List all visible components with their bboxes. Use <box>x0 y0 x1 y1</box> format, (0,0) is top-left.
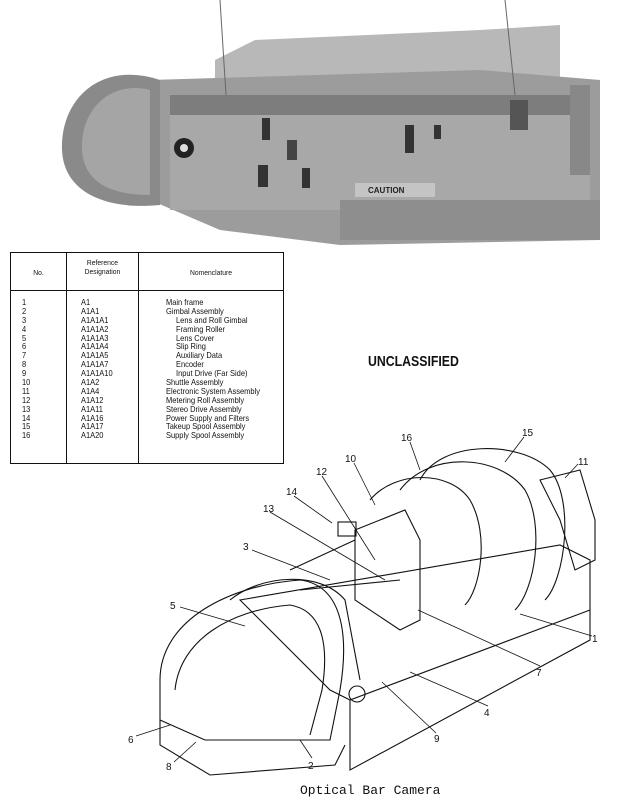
callout-label: 15 <box>522 428 534 439</box>
reference-designation: A1A1 <box>81 305 100 316</box>
nomenclature: Electronic System Assembly <box>166 385 260 396</box>
row-number: 13 <box>22 403 31 414</box>
header-reference: Reference Designation <box>84 258 121 276</box>
reference-designation: A1A1A4 <box>81 341 109 352</box>
nomenclature: Takeup Spool Assembly <box>166 421 246 432</box>
table-row: 9 A1A1A10 Input Drive (Far Side) <box>11 368 283 379</box>
callout-label: 8 <box>166 762 172 773</box>
callout-label: 6 <box>128 735 134 746</box>
table-row: 13 A1A11 Stereo Drive Assembly <box>11 403 283 414</box>
callout-label: 5 <box>170 601 176 612</box>
nomenclature: Supply Spool Assembly <box>166 430 245 441</box>
nomenclature: Framing Roller <box>176 323 226 334</box>
nomenclature: Lens Cover <box>176 332 215 343</box>
callout-label: 14 <box>286 487 298 498</box>
row-number: 10 <box>22 377 31 388</box>
nomenclature: Auxiliary Data <box>176 350 223 361</box>
reference-designation: A1A4 <box>81 385 100 396</box>
table-row: 8 A1A1A7 Encoder <box>11 359 283 370</box>
callout-label: 12 <box>316 467 328 478</box>
header-no: No. <box>33 268 44 277</box>
header-nomenclature: Nomenclature <box>189 268 233 277</box>
nomenclature: Slip Ring <box>176 341 206 352</box>
callout-label: 16 <box>401 433 413 444</box>
row-number: 7 <box>22 350 27 361</box>
reference-designation: A1A2 <box>81 377 100 388</box>
callout-label: 2 <box>308 761 314 772</box>
table-row: 7 A1A1A5 Auxiliary Data <box>11 350 283 361</box>
callout-label: 1 <box>592 634 598 645</box>
leader-lines <box>135 436 593 763</box>
nomenclature: Encoder <box>176 359 204 370</box>
nomenclature: Metering Roll Assembly <box>166 394 245 405</box>
reference-designation: A1A1A10 <box>81 368 113 379</box>
callout-label: 10 <box>345 454 357 465</box>
nomenclature: Input Drive (Far Side) <box>176 368 248 379</box>
reference-designation: A1A16 <box>81 412 104 423</box>
table-row: 5 A1A1A3 Lens Cover <box>11 332 283 343</box>
table-divider <box>11 290 283 291</box>
reference-designation: A1 <box>81 297 91 307</box>
reference-designation: A1A1A7 <box>81 359 109 370</box>
row-number: 9 <box>22 368 27 379</box>
nomenclature: Main frame <box>166 297 204 307</box>
row-number: 16 <box>22 430 31 441</box>
row-number: 3 <box>22 314 27 325</box>
row-number: 8 <box>22 359 27 370</box>
reference-designation: A1A17 <box>81 421 104 432</box>
table-row: 2 A1A1 Gimbal Assembly <box>11 305 283 316</box>
row-number: 5 <box>22 332 27 343</box>
reference-designation: A1A1A5 <box>81 350 109 361</box>
table-row: 11 A1A4 Electronic System Assembly <box>11 385 283 396</box>
table-row: 16 A1A20 Supply Spool Assembly <box>11 430 283 441</box>
callout-label: 3 <box>243 542 249 553</box>
table-row: 6 A1A1A4 Slip Ring <box>11 341 283 352</box>
nomenclature: Lens and Roll Gimbal <box>176 314 248 325</box>
row-number: 12 <box>22 394 31 405</box>
callout-label: 7 <box>536 668 542 679</box>
table-row: 3 A1A1A1 Lens and Roll Gimbal <box>11 314 283 325</box>
nomenclature: Stereo Drive Assembly <box>166 403 242 414</box>
table-row: 12 A1A12 Metering Roll Assembly <box>11 394 283 405</box>
reference-designation: A1A1A1 <box>81 314 109 325</box>
row-number: 1 <box>22 297 27 307</box>
table-row: 10 A1A2 Shuttle Assembly <box>11 377 283 388</box>
reference-designation: A1A11 <box>81 403 103 414</box>
nomenclature: Power Supply and Filters <box>166 412 250 423</box>
table-divider <box>66 253 67 463</box>
row-number: 4 <box>22 323 27 334</box>
reference-designation: A1A1A3 <box>81 332 109 343</box>
callout-label: 9 <box>434 734 440 745</box>
callout-label: 11 <box>578 457 589 468</box>
parts-table: No. Reference Designation Nomenclature 1… <box>10 252 284 464</box>
row-number: 15 <box>22 421 31 432</box>
callout-label: 4 <box>484 708 490 719</box>
caution-label: CAUTION <box>368 186 405 195</box>
callout-label: 13 <box>263 504 275 515</box>
table-row: 1 A1 Main frame <box>11 297 283 307</box>
row-number: 2 <box>22 305 27 316</box>
table-row: 14 A1A16 Power Supply and Filters <box>11 412 283 423</box>
nomenclature: Gimbal Assembly <box>166 305 224 316</box>
classification-marking: UNCLASSIFIED <box>368 353 459 370</box>
nomenclature: Shuttle Assembly <box>166 377 224 388</box>
table-row: 4 A1A1A2 Framing Roller <box>11 323 283 334</box>
reference-designation: A1A12 <box>81 394 104 405</box>
table-row: 15 A1A17 Takeup Spool Assembly <box>11 421 283 432</box>
reference-designation: A1A1A2 <box>81 323 109 334</box>
reference-designation: A1A20 <box>81 430 104 441</box>
row-number: 6 <box>22 341 27 352</box>
camera-photograph: CAUTION <box>0 0 638 250</box>
row-number: 14 <box>22 412 31 423</box>
row-number: 11 <box>22 385 30 396</box>
table-divider <box>138 253 139 463</box>
figure-caption: Optical Bar Camera <box>300 783 441 798</box>
